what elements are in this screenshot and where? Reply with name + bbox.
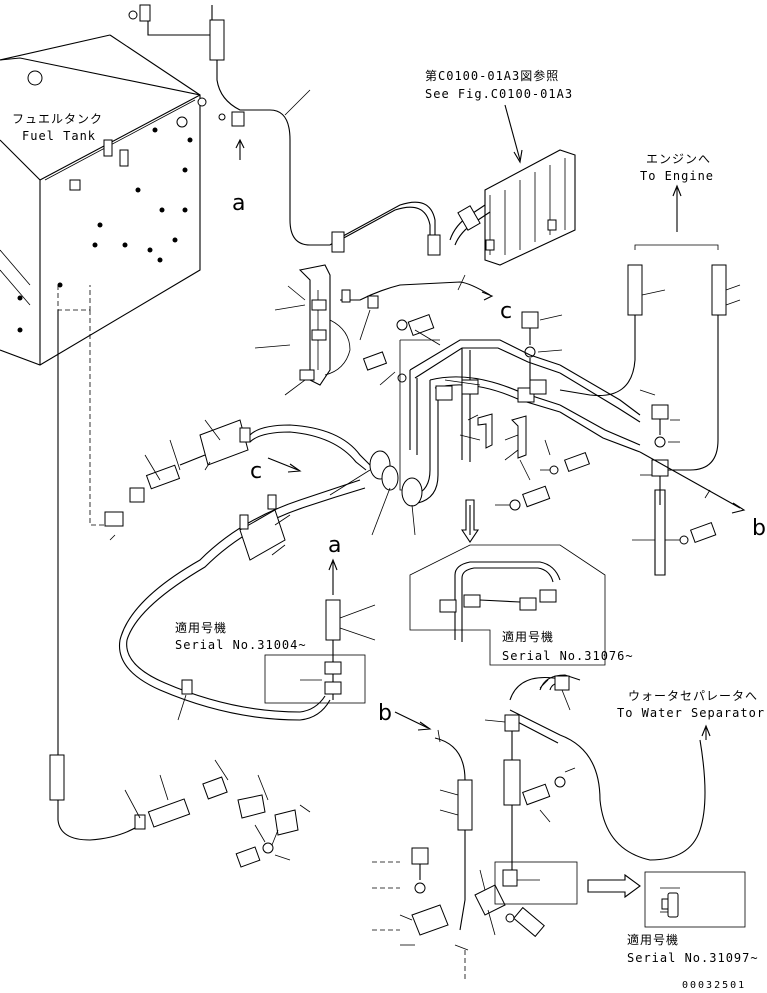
lower-left-hose-fitting (49, 754, 65, 801)
lower-hose-fitting (325, 599, 341, 641)
serial-inset-2 (409, 544, 606, 666)
bolt-right (651, 404, 669, 420)
serial-label-en-2: Serial No.31076~ (502, 649, 634, 663)
water-label-jp: ウォータセパレータへ (628, 689, 758, 703)
serial-label-en-1: Serial No.31004~ (175, 638, 307, 652)
tank-port-fitting (231, 111, 245, 127)
lower-tee-fitting (504, 714, 520, 732)
engine-hose-fitting-1 (627, 264, 643, 316)
marker-c-upper: c (500, 299, 512, 324)
bolt-top (521, 311, 539, 329)
top-elbow-fitting (139, 4, 151, 22)
reference-label-jp: 第C0100-01A3図参照 (425, 68, 559, 83)
serial-label-en-3: Serial No.31097~ (627, 951, 759, 965)
engine-hose-fitting-2 (711, 264, 727, 316)
engine-label-jp: エンジンへ (646, 152, 711, 166)
serial-label-jp-2: 適用号機 (502, 629, 554, 644)
water-sep-fitting (554, 675, 570, 691)
top-hose-fitting (209, 19, 225, 61)
drawing-code: 00032501 (682, 980, 746, 991)
water-label-en: To Water Separator (617, 706, 765, 720)
serial-box-3 (644, 871, 746, 928)
marker-c-left: c (250, 459, 262, 484)
marker-a-lower: a (328, 533, 341, 558)
fuel-tank-label-en: Fuel Tank (22, 129, 96, 143)
fuel-tank-label-jp: フュエルタンク (12, 112, 103, 126)
marker-a-upper: a (232, 191, 245, 216)
marker-b-right: b (752, 516, 766, 541)
serial-label-jp-3: 適用号機 (627, 932, 679, 947)
pipe-bundle (399, 339, 656, 504)
grommet-3 (401, 477, 423, 507)
bracket-upper (298, 264, 331, 386)
lower-right-hose-fitting (457, 779, 473, 831)
grommet-2 (381, 465, 399, 491)
engine-label-en: To Engine (640, 169, 714, 183)
fuel-tank (0, 34, 207, 366)
lower-adapter (147, 798, 191, 828)
serial-small-frame (494, 861, 578, 905)
left-elbow-fitting (104, 511, 124, 527)
serial-label-jp-1: 適用号機 (175, 620, 227, 635)
reference-label-en: See Fig.C0100-01A3 (425, 87, 573, 101)
clamp-3 (181, 679, 193, 695)
serial-box-1 (264, 654, 366, 704)
fuel-cooler (484, 149, 576, 266)
clamp-1 (331, 231, 345, 253)
marker-b-lower: b (378, 701, 392, 726)
clamp-2 (367, 295, 379, 309)
